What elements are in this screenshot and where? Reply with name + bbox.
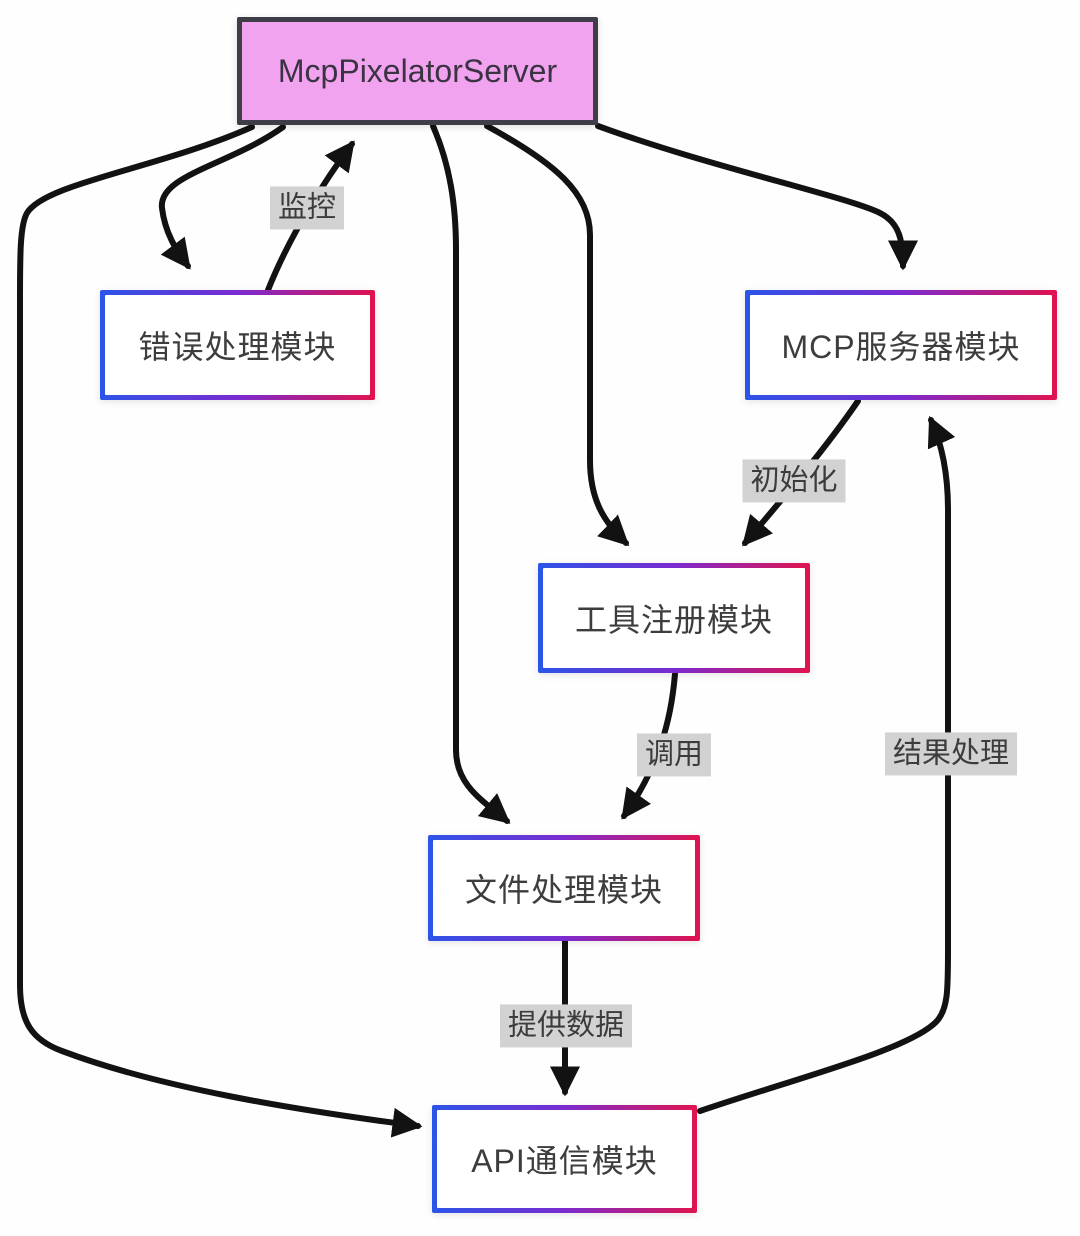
edge-label-initialize: 初始化 [742, 459, 846, 503]
node-file-processor: 文件处理模块 [428, 835, 700, 941]
node-tool-registry: 工具注册模块 [538, 563, 810, 673]
node-mcppixelatorserver: McpPixelatorServer [237, 17, 598, 125]
node-api-comm: API通信模块 [432, 1105, 697, 1213]
node-file-processor-label: 文件处理模块 [433, 840, 695, 936]
edge-server-to-files [430, 123, 511, 824]
edge-label-invoke: 调用 [636, 733, 712, 777]
node-error-handler: 错误处理模块 [100, 290, 375, 400]
node-tool-registry-label: 工具注册模块 [543, 568, 805, 668]
edge-server-to-tools [484, 123, 630, 547]
edge-server-to-error [158, 124, 286, 270]
edge-api-to-mcp-result-handling [697, 415, 956, 1114]
edge-label-provide-data: 提供数据 [499, 1004, 633, 1048]
node-error-handler-label: 错误处理模块 [105, 295, 370, 395]
edge-label-result-handling: 结果处理 [884, 732, 1018, 776]
node-mcp-server-label: MCP服务器模块 [750, 295, 1052, 395]
node-api-comm-label: API通信模块 [437, 1110, 692, 1208]
node-mcppixelatorserver-label: McpPixelatorServer [277, 52, 558, 89]
edge-server-to-api-left-loop [17, 124, 423, 1138]
edge-label-monitor: 监控 [269, 186, 345, 230]
edge-server-to-mcp [595, 123, 918, 271]
node-mcp-server: MCP服务器模块 [745, 290, 1057, 400]
